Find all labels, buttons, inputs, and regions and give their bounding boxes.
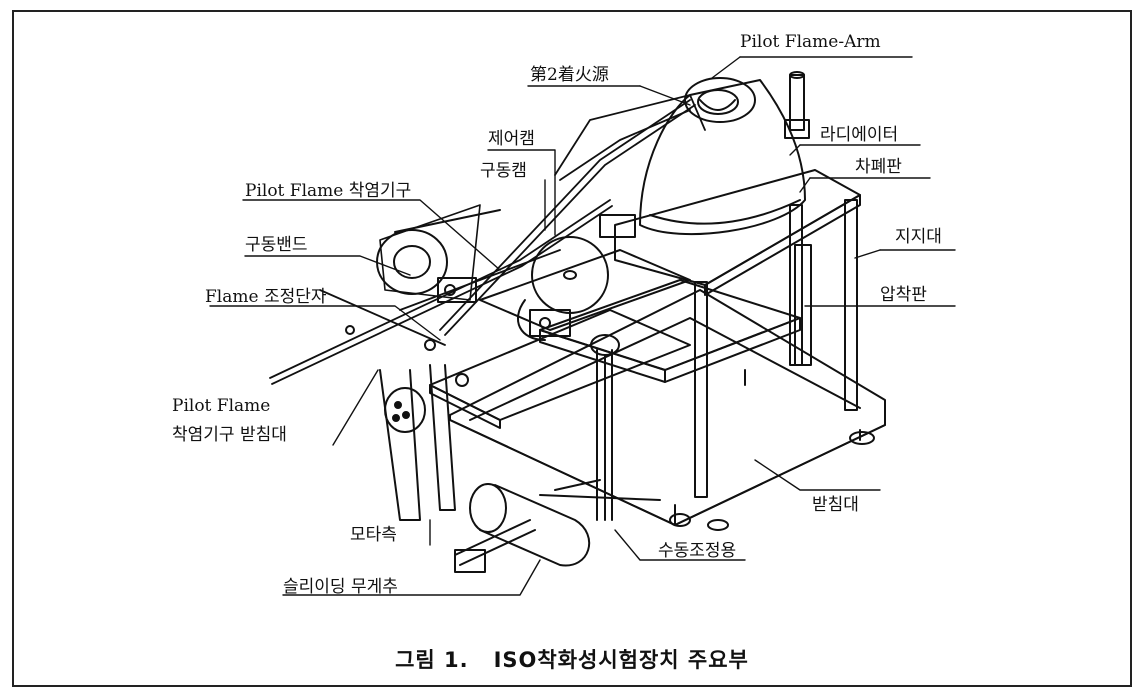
label-support-stand: 지지대	[895, 227, 942, 247]
specimen-tray	[429, 249, 691, 429]
label-pilot-flame-line2: 착염기구 받침대	[172, 425, 287, 445]
label-second-ignition-source: 第2着火源	[530, 65, 609, 85]
pilot-flame-tubes	[269, 94, 706, 385]
manual-adjust-rods	[590, 334, 620, 521]
pressure-plate-shape	[539, 279, 801, 383]
label-base-stand: 받침대	[812, 495, 859, 515]
label-pressure-plate: 압착판	[880, 285, 927, 305]
label-flame-adjust-terminal: Flame 조정단자	[205, 287, 327, 307]
label-radiator: 라디에이터	[820, 125, 899, 145]
figure-frame	[12, 10, 1132, 687]
label-drive-cam: 구동캠	[480, 161, 527, 181]
leader-lines	[209, 56, 956, 596]
pilot-support-post	[345, 325, 469, 521]
clamps	[437, 214, 636, 337]
label-control-cam: 제어캠	[488, 129, 535, 149]
caption-title: ISO착화성시험장치 주요부	[493, 648, 749, 672]
label-shield-plate: 차폐판	[855, 157, 902, 177]
label-drive-band: 구동밴드	[245, 235, 308, 255]
label-pilot-flame-arm: Pilot Flame-Arm	[740, 32, 881, 52]
shield-plate-shape	[614, 169, 861, 296]
sliding-weight-cylinder	[454, 479, 661, 573]
label-manual-adjust: 수동조정용	[658, 541, 737, 561]
label-pilot-flame-igniter: Pilot Flame 착염기구	[245, 181, 412, 201]
base-frame	[449, 289, 886, 531]
caption-prefix: 그림 1.	[395, 648, 469, 672]
chimney	[784, 71, 810, 139]
figure-caption: 그림 1. ISO착화성시험장치 주요부	[0, 644, 1144, 674]
label-sliding-weight: 슬리이딩 무게추	[283, 577, 398, 597]
label-motor-shaft: 모타측	[350, 525, 397, 545]
label-pilot-flame-line1: Pilot Flame	[172, 396, 271, 416]
radiator-cone	[639, 77, 806, 236]
